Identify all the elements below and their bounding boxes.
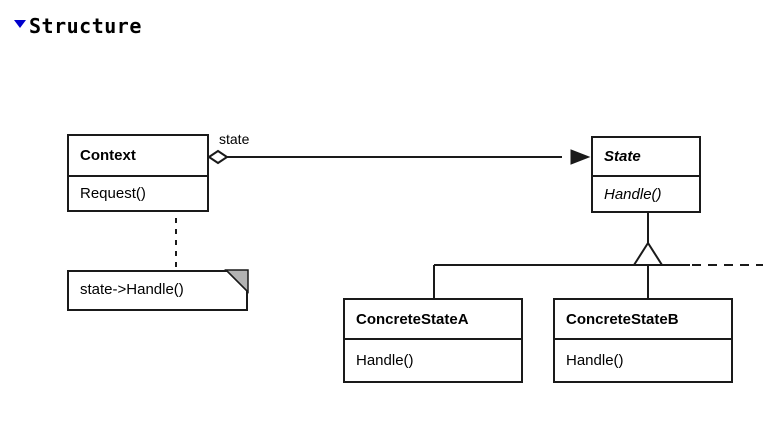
uml-class-name-concrete-state-b: ConcreteStateB bbox=[555, 300, 731, 340]
triangle-down-icon[interactable] bbox=[14, 20, 26, 28]
uml-operation-concrete-state-a-handle: Handle() bbox=[356, 352, 414, 369]
uml-operation-state-handle: Handle() bbox=[604, 185, 662, 203]
uml-class-concrete-state-a[interactable]: ConcreteStateA Handle() bbox=[343, 298, 523, 383]
section-header[interactable]: Structure bbox=[14, 14, 142, 38]
uml-operation-context-request: Request() bbox=[80, 185, 146, 202]
uml-class-state[interactable]: State Handle() bbox=[591, 136, 701, 213]
uml-class-name-state: State bbox=[593, 138, 699, 177]
association-arrowhead-icon bbox=[570, 149, 591, 165]
uml-class-concrete-state-b[interactable]: ConcreteStateB Handle() bbox=[553, 298, 733, 383]
aggregation-diamond-icon bbox=[207, 149, 229, 165]
association-label-state: state bbox=[219, 131, 250, 147]
uml-class-name-context: Context bbox=[69, 136, 207, 177]
uml-operation-concrete-state-b-handle: Handle() bbox=[566, 352, 624, 369]
uml-class-name-concrete-state-a: ConcreteStateA bbox=[345, 300, 521, 340]
page-title: Structure bbox=[29, 14, 142, 38]
inheritance-triangle-icon bbox=[632, 241, 664, 266]
uml-note-text: state->Handle() bbox=[80, 281, 184, 298]
uml-note[interactable]: state->Handle() bbox=[67, 269, 249, 311]
uml-class-context[interactable]: Context Request() bbox=[67, 134, 209, 212]
note-fold-corner-icon bbox=[224, 269, 249, 294]
